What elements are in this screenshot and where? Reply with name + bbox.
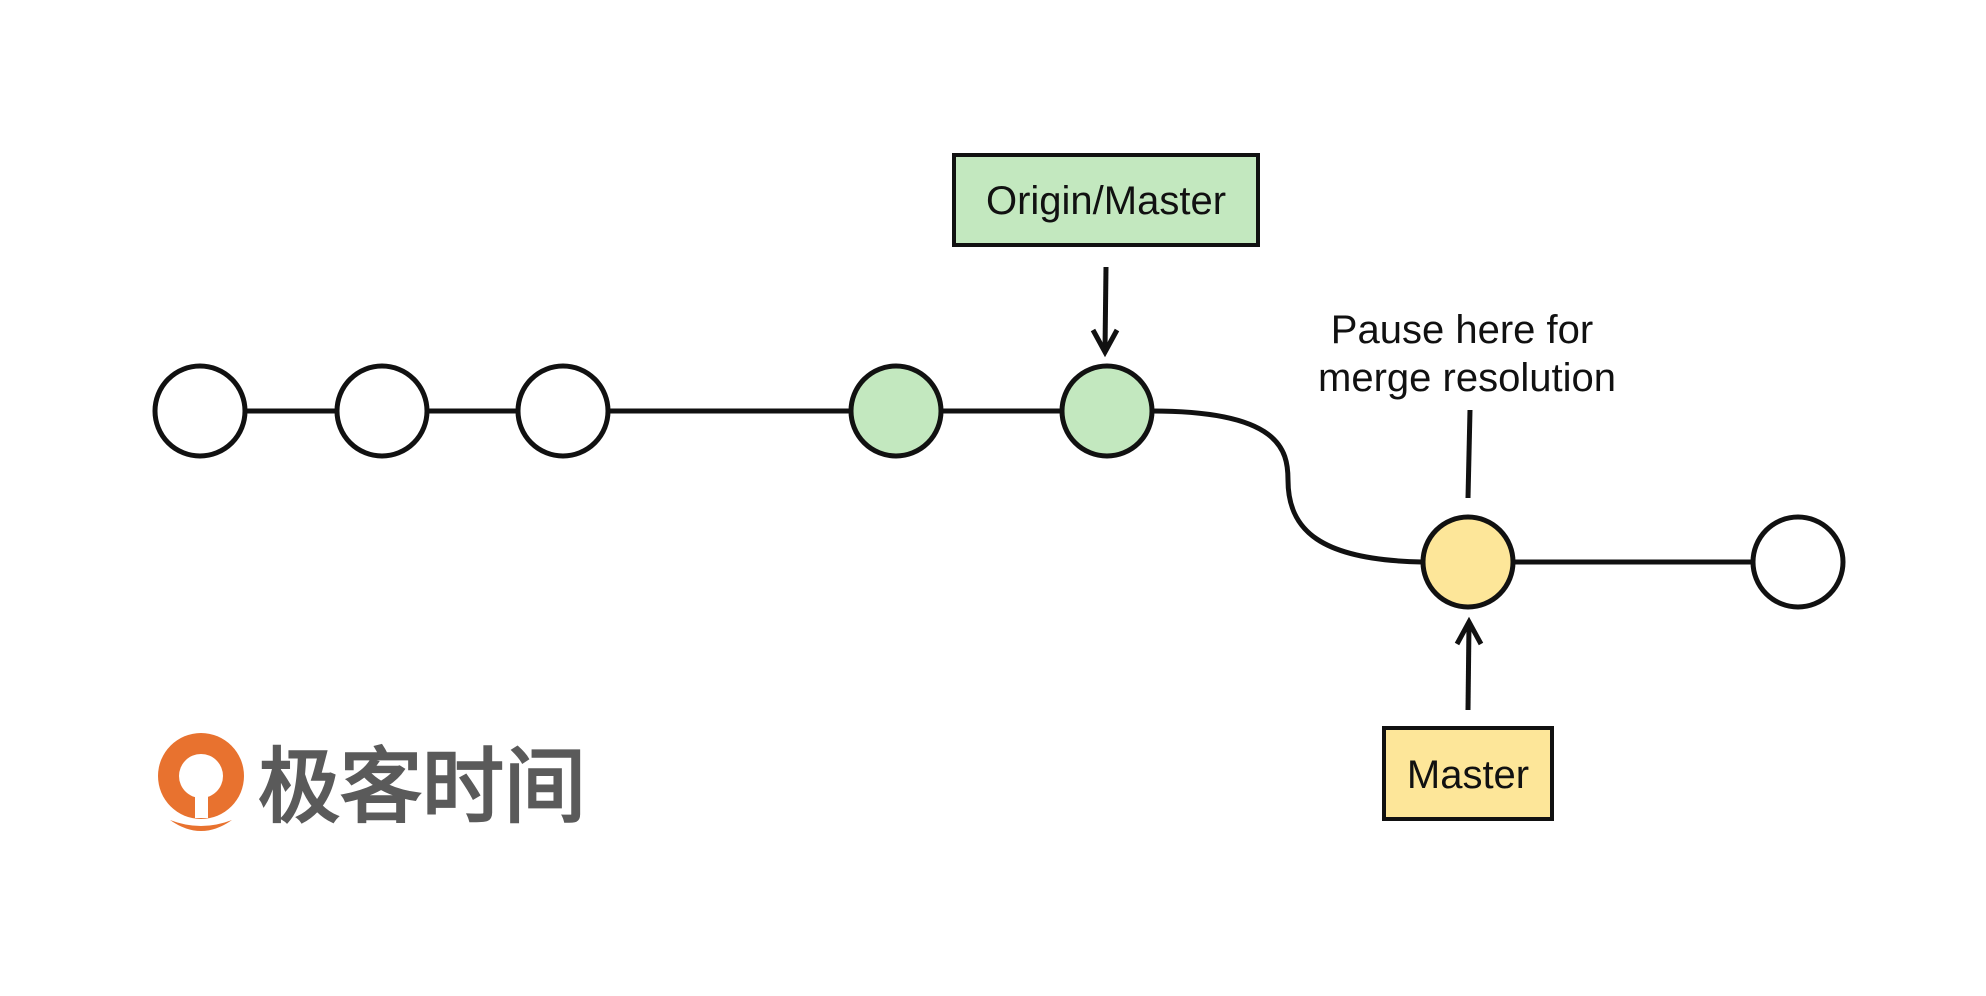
commit-node-origin bbox=[848, 363, 944, 459]
geektime-logo: 极客时间 bbox=[158, 733, 586, 835]
origin-master-arrow bbox=[1090, 266, 1120, 358]
edge-c5-c6-curve bbox=[1151, 408, 1423, 565]
origin-master-box bbox=[952, 153, 1260, 247]
master-box bbox=[1382, 726, 1554, 821]
pause-annotation: Pause here for merge resolution bbox=[1318, 308, 1616, 499]
commits bbox=[152, 363, 1846, 610]
commit-node bbox=[334, 363, 430, 459]
master-text: Master bbox=[1407, 753, 1529, 797]
commit-node bbox=[1750, 514, 1846, 610]
master-label: Master bbox=[1382, 726, 1554, 821]
master-arrow bbox=[1454, 616, 1484, 711]
commit-node bbox=[515, 363, 611, 459]
geektime-logo-icon bbox=[158, 733, 244, 831]
pause-text-line1: Pause here for bbox=[1331, 308, 1593, 352]
pause-text-line2: merge resolution bbox=[1318, 356, 1616, 400]
origin-master-text: Origin/Master bbox=[986, 179, 1226, 223]
commit-connections bbox=[246, 408, 1752, 565]
commit-node-origin-head bbox=[1059, 363, 1155, 459]
commit-node bbox=[152, 363, 248, 459]
logo-wordmark: 极客时间 bbox=[258, 740, 586, 835]
pause-pointer-line bbox=[1465, 409, 1473, 499]
commit-node-master-head bbox=[1420, 514, 1516, 610]
origin-master-label: Origin/Master bbox=[952, 153, 1260, 247]
